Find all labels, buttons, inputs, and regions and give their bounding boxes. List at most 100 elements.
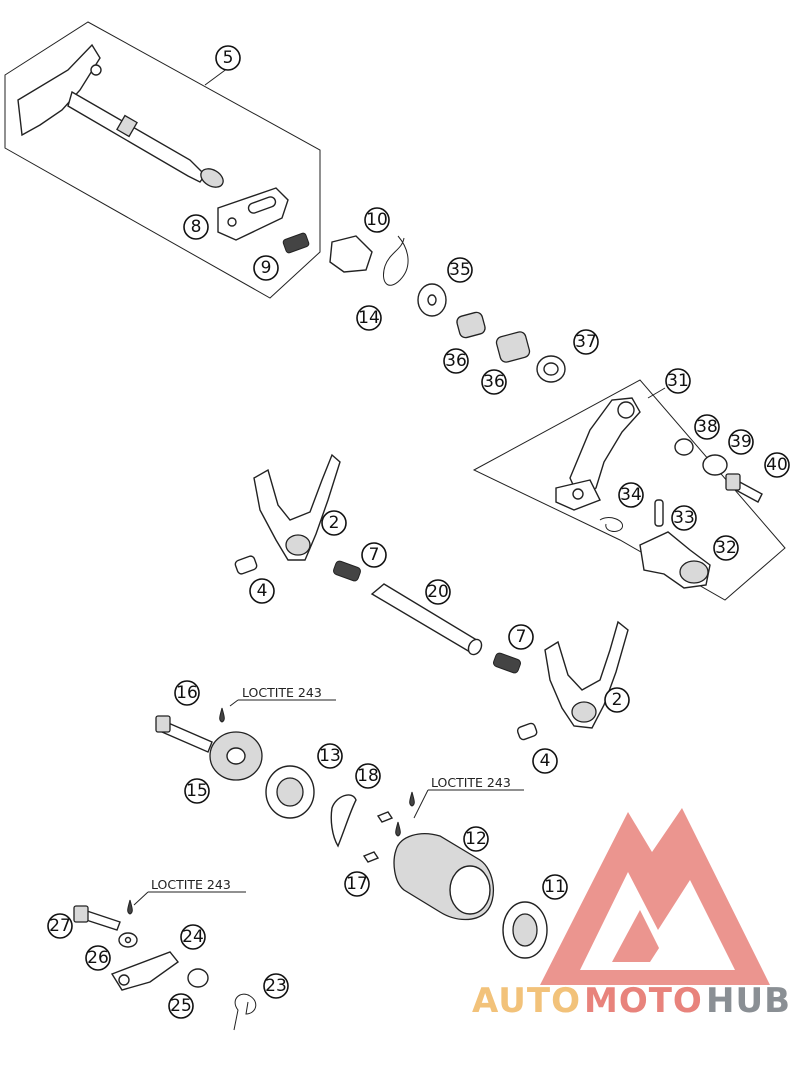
callout-10: 10 — [364, 207, 390, 233]
svg-text:4: 4 — [257, 581, 268, 601]
callout-7a: 7 — [361, 542, 387, 568]
loctite-label-3: LOCTITE 243 — [151, 877, 231, 892]
shift-shaft-frame — [4, 21, 321, 299]
loctite-note-2: LOCTITE 243 — [413, 775, 524, 819]
svg-text:37: 37 — [575, 332, 597, 352]
callout-7b: 7 — [508, 624, 534, 650]
callout-9: 9 — [253, 255, 279, 281]
watermark-moto: MOTO — [584, 981, 703, 1021]
callout-2a: 2 — [321, 510, 347, 536]
callout-33: 33 — [671, 505, 697, 531]
bush-25-part — [187, 968, 209, 988]
shift-fork-lower-part — [544, 620, 629, 729]
spring-7b-part — [493, 652, 521, 674]
watermark-auto: AUTO — [472, 981, 581, 1021]
svg-text:25: 25 — [170, 996, 192, 1016]
svg-text:7: 7 — [516, 627, 527, 647]
callout-39: 39 — [728, 429, 754, 455]
svg-text:40: 40 — [766, 455, 788, 475]
svg-text:36: 36 — [445, 351, 467, 371]
callout-4b: 4 — [532, 748, 558, 774]
watermark-logo — [540, 808, 770, 985]
callout-4a: 4 — [249, 578, 275, 604]
svg-text:33: 33 — [673, 508, 695, 528]
loctite-note-1: LOCTITE 243 — [229, 685, 336, 707]
svg-text:38: 38 — [696, 417, 718, 437]
svg-text:13: 13 — [319, 746, 341, 766]
svg-text:31: 31 — [667, 371, 689, 391]
svg-text:24: 24 — [182, 927, 204, 947]
svg-text:35: 35 — [449, 260, 471, 280]
bushing-b-part — [495, 331, 531, 363]
spring-23-part — [233, 993, 257, 1031]
callout-35: 35 — [447, 257, 473, 283]
svg-text:8: 8 — [191, 217, 202, 237]
svg-text:10: 10 — [366, 210, 388, 230]
svg-text:7: 7 — [369, 545, 380, 565]
loctite-label-1: LOCTITE 243 — [242, 685, 322, 700]
spring-7a-part — [333, 560, 361, 582]
svg-text:5: 5 — [223, 48, 234, 68]
svg-text:9: 9 — [261, 258, 272, 278]
svg-text:18: 18 — [357, 766, 379, 786]
callout-12: 12 — [463, 826, 489, 852]
clip-part — [383, 235, 409, 286]
svg-text:2: 2 — [612, 690, 623, 710]
svg-text:16: 16 — [176, 683, 198, 703]
callout-8: 8 — [183, 214, 209, 240]
svg-text:32: 32 — [715, 538, 737, 558]
callout-32: 32 — [713, 535, 739, 561]
callout-15: 15 — [184, 778, 210, 804]
lever-plate-part — [217, 187, 289, 241]
svg-text:23: 23 — [265, 976, 287, 996]
loctite-label-2: LOCTITE 243 — [431, 775, 511, 790]
washer-38-part — [674, 438, 694, 456]
spring-34-part — [599, 517, 624, 532]
svg-text:27: 27 — [49, 916, 71, 936]
callout-25: 25 — [168, 993, 194, 1019]
shift-lever-frame — [472, 379, 786, 601]
svg-text:26: 26 — [87, 948, 109, 968]
shift-shaft-part — [17, 43, 224, 188]
washer-39-part — [702, 454, 728, 476]
callout-2b: 2 — [604, 687, 630, 713]
callout-31: 31 — [665, 368, 691, 394]
svg-text:11: 11 — [544, 877, 566, 897]
svg-text:14: 14 — [358, 308, 380, 328]
svg-text:39: 39 — [730, 432, 752, 452]
callout-17: 17 — [344, 871, 370, 897]
callout-13: 13 — [317, 743, 343, 769]
callout-16: 16 — [174, 680, 200, 706]
retainer-part — [330, 794, 357, 848]
callout-37: 37 — [573, 329, 599, 355]
callout-38: 38 — [694, 414, 720, 440]
spring-9-part — [282, 232, 310, 254]
callout-20: 20 — [425, 579, 451, 605]
callout-5: 5 — [215, 45, 241, 71]
bracket-part — [329, 235, 373, 273]
callout-26: 26 — [85, 945, 111, 971]
loctite-note-3: LOCTITE 243 — [133, 877, 246, 906]
svg-text:34: 34 — [620, 485, 642, 505]
svg-text:36: 36 — [483, 372, 505, 392]
shift-fork-upper-part — [253, 453, 341, 561]
svg-text:20: 20 — [427, 582, 449, 602]
svg-text:15: 15 — [186, 781, 208, 801]
callout-27: 27 — [47, 913, 73, 939]
screw-b-part — [362, 851, 380, 863]
svg-text:2: 2 — [329, 513, 340, 533]
callout-40: 40 — [764, 452, 790, 478]
callout-18: 18 — [355, 763, 381, 789]
callout-11: 11 — [542, 874, 568, 900]
callout-23: 23 — [263, 973, 289, 999]
pin-4b-part — [516, 722, 538, 741]
watermark-text: AUTO MOTO HUB — [472, 981, 791, 1021]
callout-14: 14 — [356, 305, 382, 331]
callout-36b: 36 — [481, 369, 507, 395]
svg-text:12: 12 — [465, 829, 487, 849]
watermark-hub: HUB — [706, 981, 791, 1021]
callout-24: 24 — [180, 924, 206, 950]
pin-4a-part — [234, 555, 258, 575]
pin-33-part — [654, 499, 664, 527]
